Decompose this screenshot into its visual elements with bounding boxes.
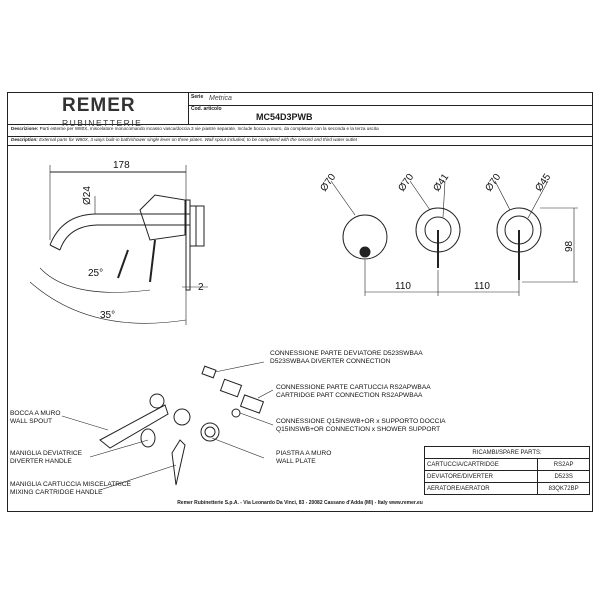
callout-diverter-connection-it: CONNESSIONE PARTE DEVIATORE D523SWBAA <box>270 350 423 357</box>
callout-diverter-connection-en: D523SWBAA DIVERTER CONNECTION <box>270 358 391 365</box>
spare-part-code: D523S <box>537 470 590 483</box>
callout-diverter-handle-en: DIVERTER HANDLE <box>10 458 72 465</box>
table-row: DEVIATORE/DIVERTER D523S <box>423 470 590 483</box>
side-body <box>189 205 205 247</box>
dim-hole-dia-2: Ø41 <box>431 172 451 194</box>
table-row: CARTUCCIA/CARTRIDGE RS2AP <box>423 458 590 471</box>
description-it: Descrizione: Parti esterne per W80X, mis… <box>11 126 379 131</box>
exploded-diverter-body <box>219 378 243 398</box>
callout-wall-spout-it: BOCCA A MURO <box>10 410 61 417</box>
callout-mixing-handle-it: MANIGLIA CARTUCCIA MISCELATRICE <box>10 481 132 488</box>
spare-part-name: AERATORE/AERATOR <box>423 482 539 495</box>
series-value: Metrica <box>209 95 232 102</box>
angle-arc-25 <box>39 267 151 293</box>
exploded-diverter-part <box>201 365 217 379</box>
spare-part-name: DEVIATORE/DIVERTER <box>423 470 539 483</box>
callout-wall-plate: PIASTRA A MURO WALL PLATE <box>276 450 331 466</box>
callout-diverter-handle-it: MANIGLIA DEVIATRICE <box>10 450 83 457</box>
exploded-plate-1 <box>173 408 191 426</box>
code-label: Cod. articolo <box>191 106 222 112</box>
company-footer: Remer Rubinetterie S.p.A. - Via Leonardo… <box>177 500 423 506</box>
series-divider <box>188 105 592 106</box>
dim-plate-dia-2: Ø70 <box>396 172 416 194</box>
front-spout-outlet <box>359 246 371 258</box>
description-divider <box>8 136 592 137</box>
callout-wall-spout: BOCCA A MURO WALL SPOUT <box>10 410 61 426</box>
dim-angle-25: 25° <box>88 268 103 279</box>
brand-logo: REMER <box>62 95 136 116</box>
description-en-label: Description: <box>11 137 38 142</box>
dim-plate-dia-1: Ø70 <box>318 172 338 194</box>
title-divider <box>8 124 592 125</box>
spare-part-name: CARTUCCIA/CARTRIDGE <box>423 458 539 471</box>
spare-parts-table: RICAMBI/SPARE PARTS: CARTUCCIA/CARTRIDGE… <box>423 446 590 495</box>
dim-plate-dia-3: Ø70 <box>483 172 503 194</box>
table-row: AERATORE/AERATOR 83QK72BP <box>423 482 590 495</box>
spare-part-code: 83QK72BP <box>537 482 590 495</box>
drawing-sheet: REMER RUBINETTERIE Serie Metrica Cod. ar… <box>7 92 593 512</box>
callout-shower-connection: CONNESSIONE Q15INSWB+OR x SUPPORTO DOCCI… <box>276 418 446 434</box>
side-handle-lever-2 <box>117 249 129 279</box>
exploded-mixer-handle <box>171 439 186 486</box>
callout-wall-plate-en: WALL PLATE <box>276 458 316 465</box>
callout-cartridge-connection-en: CARTRIDGE PART CONNECTION RS2APWBAA <box>276 392 423 399</box>
description-text: Parti esterne per W80X, miscelatore mono… <box>39 126 379 131</box>
exploded-cartridge-body <box>239 394 265 414</box>
dim-plate-gap: 2 <box>198 282 204 293</box>
title-vertical-divider <box>188 93 189 124</box>
callout-shower-connection-en: Q15INSWB+OR CONNECTION x SHOWER SUPPORT <box>276 426 441 433</box>
dim-spacing-2: 110 <box>474 281 490 292</box>
callout-wall-spout-en: WALL SPOUT <box>10 418 53 425</box>
series-label: Serie <box>191 94 204 100</box>
exploded-diverter-handle <box>140 428 156 448</box>
callout-wall-plate-it: PIASTRA A MURO <box>276 450 332 457</box>
dim-height: 98 <box>564 240 575 252</box>
exploded-oring <box>231 408 241 418</box>
side-handle-body <box>139 194 186 241</box>
front-plate-1 <box>342 214 388 260</box>
exploded-spout <box>99 404 169 449</box>
description-en-text: External parts for W80X, 3 ways built-in… <box>39 137 357 142</box>
header-bottom-divider <box>8 145 592 146</box>
spout-tip <box>49 244 61 251</box>
exploded-plate-2 <box>200 422 220 442</box>
spout-bottom-outline <box>59 224 190 251</box>
callout-shower-connection-it: CONNESSIONE Q15INSWB+OR x SUPPORTO DOCCI… <box>276 418 446 425</box>
spare-parts-header: RICAMBI/SPARE PARTS: <box>424 446 590 459</box>
callout-diverter-handle: MANIGLIA DEVIATRICE DIVERTER HANDLE <box>10 450 82 466</box>
description-label: Descrizione: <box>11 126 39 131</box>
exploded-spout-rosette <box>149 393 165 409</box>
callout-cartridge-connection: CONNESSIONE PARTE CARTUCCIA RS2APWBAA CA… <box>276 384 431 400</box>
dim-spacing-1: 110 <box>395 281 411 292</box>
description-en: Description: External parts for W80X, 3 … <box>11 137 357 142</box>
side-handle-lever <box>149 239 156 283</box>
product-code: MC54D3PWB <box>256 112 313 122</box>
spout-top-outline <box>49 213 190 246</box>
callout-cartridge-connection-it: CONNESSIONE PARTE CARTUCCIA RS2APWBAA <box>276 384 431 391</box>
callout-mixing-handle: MANIGLIA CARTUCCIA MISCELATRICE MIXING C… <box>10 481 131 497</box>
spare-part-code: RS2AP <box>537 458 590 471</box>
callout-diverter-connection: CONNESSIONE PARTE DEVIATORE D523SWBAA D5… <box>270 350 423 366</box>
dim-178: 178 <box>113 160 130 171</box>
dim-angle-35: 35° <box>100 310 115 321</box>
brand-subtitle: RUBINETTERIE <box>62 118 143 128</box>
angle-arc-35 <box>29 281 187 324</box>
callout-mixing-handle-en: MIXING CARTRIDGE HANDLE <box>10 489 103 496</box>
dim-hole-dia-3: Ø45 <box>533 172 553 194</box>
dim-spout-dia: Ø24 <box>82 186 93 205</box>
